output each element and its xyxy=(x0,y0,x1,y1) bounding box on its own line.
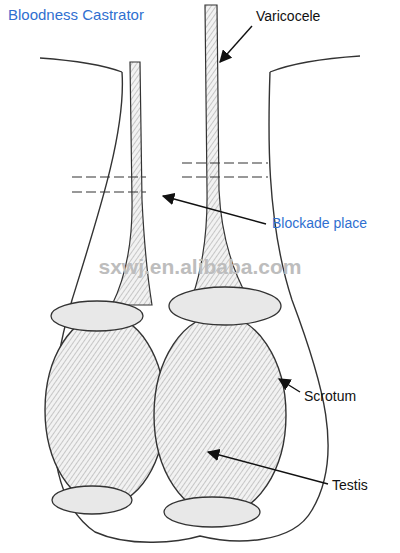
part-label: Blockade place xyxy=(272,215,367,231)
blockade-line xyxy=(72,163,268,192)
diagram-title: Bloodness Castrator xyxy=(8,6,144,23)
epididymis xyxy=(52,486,132,514)
watermark: sxwj.en.alibaba.com xyxy=(98,255,301,279)
spermatic-cord xyxy=(192,5,248,298)
testis-shape xyxy=(154,315,286,515)
part-label: Varicocele xyxy=(256,8,320,24)
groin-line xyxy=(40,58,122,72)
epididymis xyxy=(51,301,143,331)
groin-line xyxy=(270,56,360,72)
part-label: Scrotum xyxy=(304,388,356,404)
testis-shape xyxy=(45,315,165,505)
part-label: Testis xyxy=(332,477,368,493)
epididymis xyxy=(169,287,281,325)
epididymis xyxy=(164,497,260,527)
